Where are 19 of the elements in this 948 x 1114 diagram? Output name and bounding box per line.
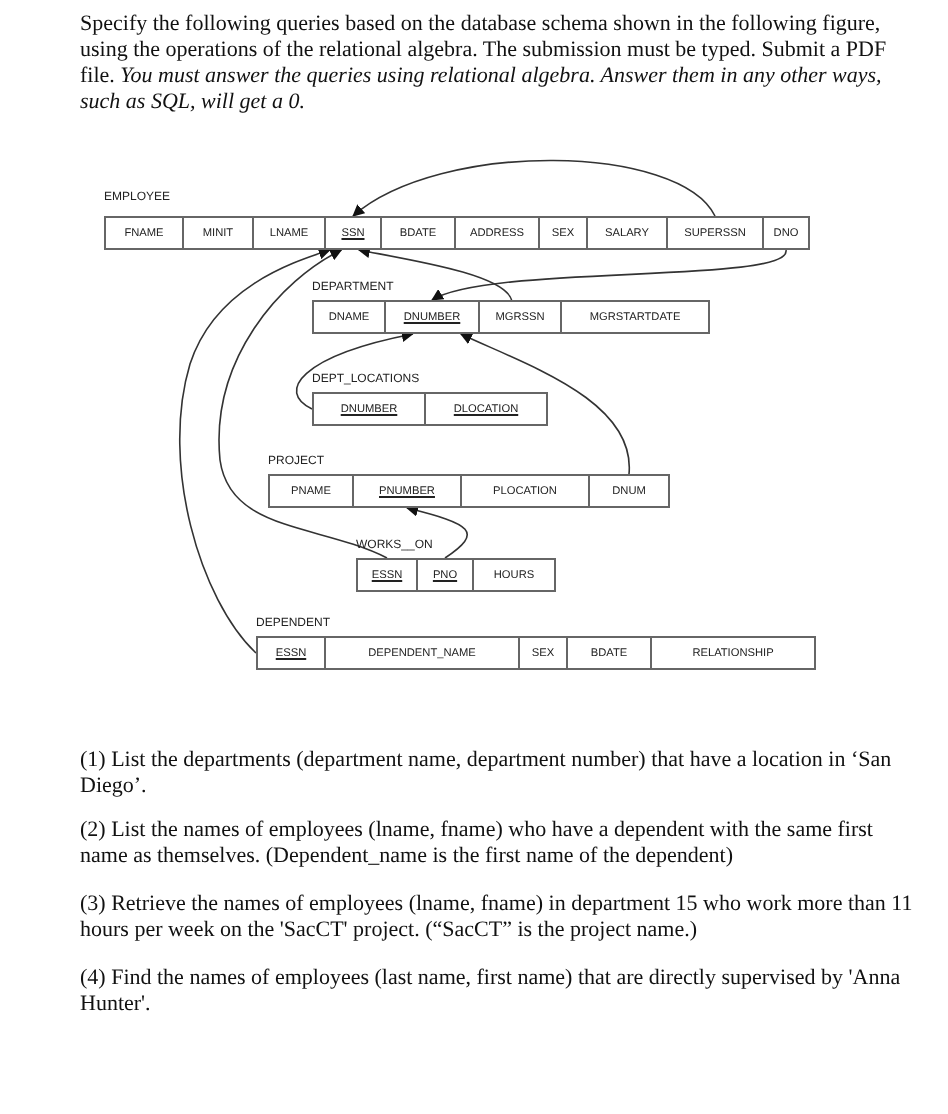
question-text: (1) List the departments (department name, department number) that have a location in ‘San Diego’.	[80, 748, 894, 800]
relation-table	[104, 192, 810, 250]
foreign-key-arrow	[459, 333, 630, 475]
question-text: (2) List the names of employees (lname, fname) who have a dependent with the same first name as themselves. (Dependent_name is the first name of the dependent)	[80, 818, 875, 870]
foreign-key-arrow	[431, 249, 787, 302]
relation-table	[312, 374, 548, 426]
relation-table	[312, 282, 710, 334]
foreign-key-arrow	[352, 159, 716, 217]
question-text: (4) Find the names of employees (last name, first name) that are directly supervised by 'Anna Hunter'.	[80, 966, 903, 1018]
question-text: (3) Retrieve the names of employees (lname, fname) in department 15 who work more than 11 hours per week on the 'SacCT' project. (“SacCT” is the project name.)	[80, 892, 915, 944]
relation-table	[268, 456, 670, 508]
relation-table	[256, 618, 816, 670]
instruction-paragraph: Specify the following queries based on the database schema shown in the following figure, using the operations of the relational algebra. The submission must be typed. Submit a PDF file. You must answer the queries using relational algebra. Answer them in any other ways, such as SQL, will get a 0.	[80, 12, 889, 116]
foreign-key-arrow	[179, 247, 331, 654]
foreign-key-arrow	[357, 246, 513, 301]
foreign-key-arrow	[406, 504, 468, 559]
relation-table	[356, 540, 556, 592]
foreign-key-arrow	[218, 249, 388, 559]
foreign-key-arrow	[295, 330, 414, 410]
